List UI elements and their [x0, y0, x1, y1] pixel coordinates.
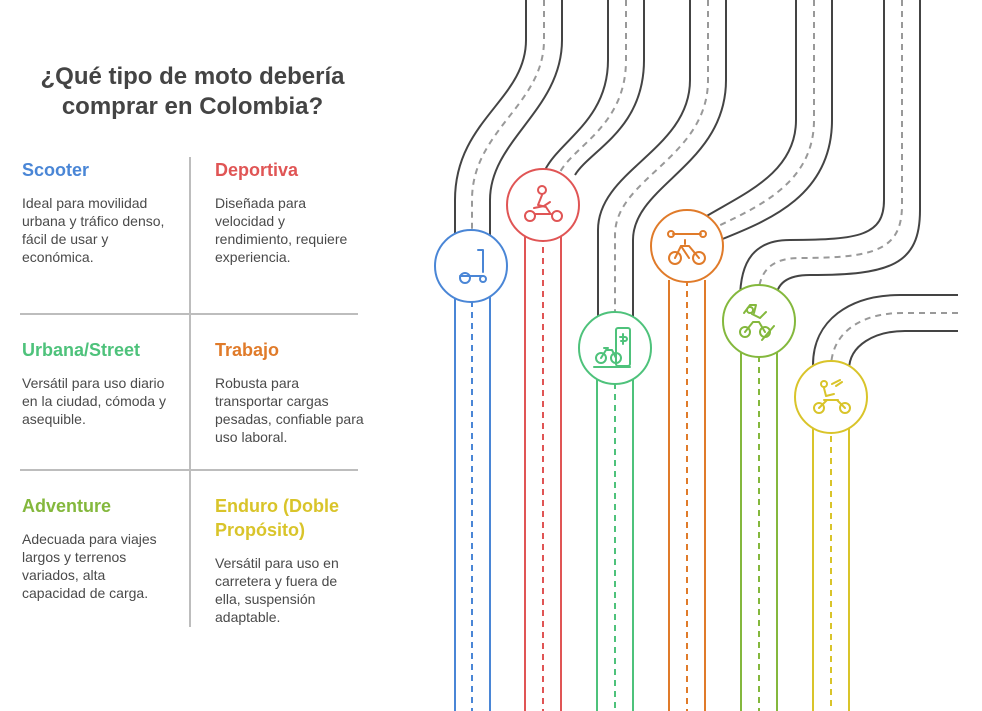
category-description: Adecuada para viajes largos y terrenos v… — [22, 531, 157, 601]
road-scooter — [454, 0, 563, 711]
grid-divider-horizontal — [20, 313, 358, 315]
category-description: Versátil para uso en carretera y fuera d… — [215, 555, 339, 625]
category-urbana: Urbana/Street Versátil para uso diario e… — [22, 338, 172, 428]
category-trabajo: Trabajo Robusta para transportar cargas … — [215, 338, 365, 446]
node-deportiva — [506, 168, 580, 242]
category-title: Trabajo — [215, 340, 280, 360]
category-title: Deportiva — [215, 160, 299, 180]
scooter-icon — [459, 249, 487, 284]
node-adventure — [722, 284, 796, 358]
node-scooter — [434, 229, 508, 303]
node-trabajo — [650, 209, 724, 283]
category-title: Urbana/Street — [22, 340, 141, 360]
enduro-bike-icon — [813, 379, 851, 414]
category-adventure: Adventure Adecuada para viajes largos y … — [22, 494, 172, 602]
category-enduro: Enduro (Doble Propósito) Versátil para u… — [215, 494, 365, 626]
node-urbana — [578, 311, 652, 385]
city-bike-icon — [593, 327, 631, 368]
category-title: Enduro (Doble Propósito) — [215, 496, 339, 540]
category-description: Robusta para transportar cargas pesadas,… — [215, 375, 364, 445]
grid-divider-vertical — [189, 157, 191, 627]
category-description: Versátil para uso diario en la ciudad, c… — [22, 375, 166, 427]
sport-rider-icon — [524, 185, 563, 222]
page-title: ¿Qué tipo de moto debería comprar en Col… — [40, 63, 345, 120]
road-enduro — [812, 294, 958, 711]
category-deportiva: Deportiva Diseñada para velocidad y rend… — [215, 158, 365, 266]
adventure-bike-icon — [739, 304, 775, 341]
category-scooter: Scooter Ideal para movilidad urbana y tr… — [22, 158, 172, 266]
road-trabajo — [668, 0, 833, 711]
road-deportiva — [524, 0, 645, 711]
grid-divider-horizontal — [20, 469, 358, 471]
node-enduro — [794, 360, 868, 434]
category-title: Adventure — [22, 496, 112, 516]
category-title: Scooter — [22, 160, 90, 180]
category-description: Ideal para movilidad urbana y tráfico de… — [22, 195, 165, 265]
road-adventure — [739, 0, 921, 711]
work-bike-icon — [667, 230, 707, 265]
category-description: Diseñada para velocidad y rendimiento, r… — [215, 195, 348, 265]
road-urbana — [596, 0, 727, 711]
